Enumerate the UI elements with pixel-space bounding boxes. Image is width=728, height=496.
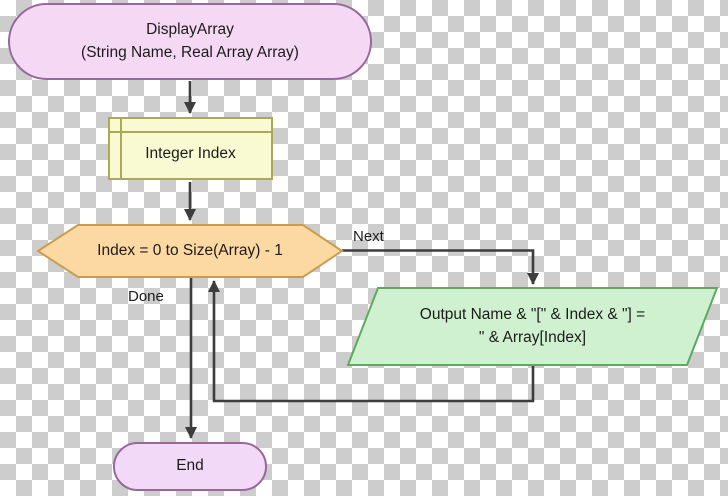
declare-node: Integer Index xyxy=(108,117,273,180)
start-node: DisplayArray (String Name, Real Array Ar… xyxy=(8,3,372,80)
output-parallelogram-shape xyxy=(346,287,719,366)
loop-hexagon-shape xyxy=(36,224,344,278)
start-node-params: (String Name, Real Array Array) xyxy=(81,43,299,61)
loop-node-label: Index = 0 to Size(Array) - 1 xyxy=(97,241,283,259)
declare-top-stripe xyxy=(110,131,271,133)
next-edge-label: Next xyxy=(353,228,384,245)
start-node-title: DisplayArray xyxy=(146,21,234,39)
end-node: End xyxy=(113,442,267,491)
connector-output-back-to-loop xyxy=(208,280,535,403)
end-node-label: End xyxy=(176,457,204,475)
declare-left-stripe xyxy=(120,119,122,178)
output-node-line2: " & Array[Index] xyxy=(478,328,587,346)
connector-loop-next-to-output xyxy=(342,249,539,285)
output-node-line1: Output Name & "[" & Index & "] = xyxy=(419,306,646,324)
declare-node-label: Integer Index xyxy=(145,145,236,163)
done-edge-label: Done xyxy=(128,288,164,305)
output-node-label: Output Name & "[" & Index & "] = " & Arr… xyxy=(348,288,717,365)
